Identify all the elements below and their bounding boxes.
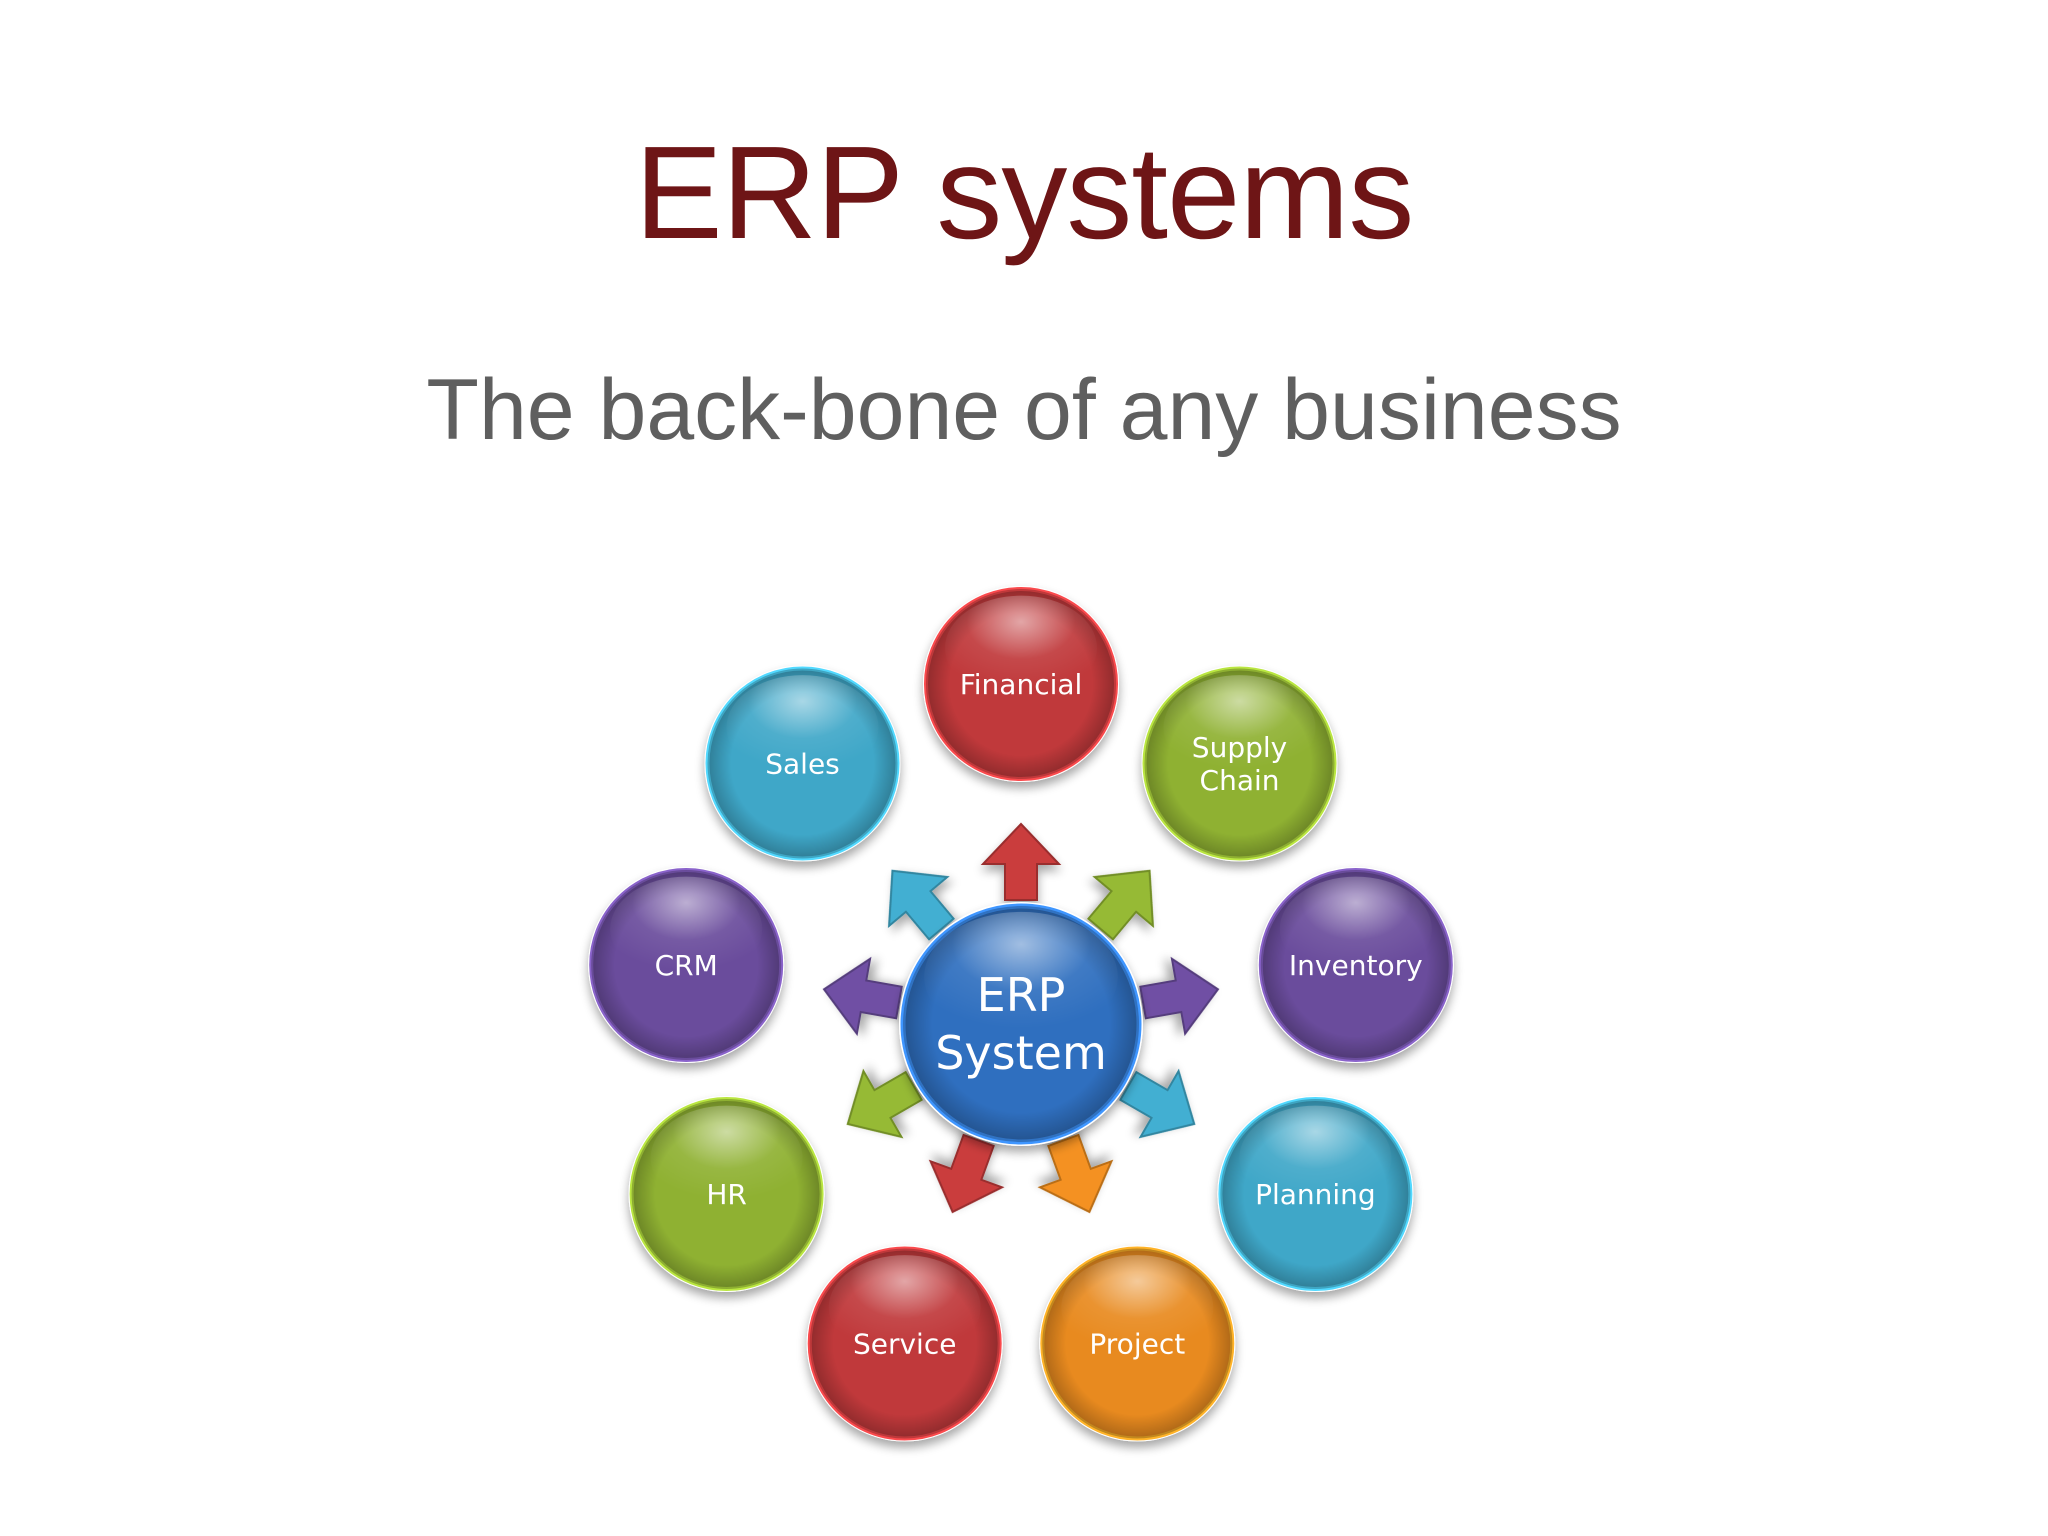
arrows-layer — [822, 822, 1220, 1214]
arrow-supply-chain — [1087, 869, 1155, 941]
arrow-hr — [846, 1068, 923, 1139]
module-label: Supply — [1192, 731, 1287, 764]
module-label: Chain — [1200, 764, 1280, 797]
module-financial: Financial — [923, 586, 1119, 782]
slide-title: ERP systems — [634, 119, 1415, 266]
module-sales: Sales — [704, 665, 901, 862]
arrow-sales — [887, 869, 955, 941]
arrow-financial — [980, 822, 1062, 901]
module-label: Planning — [1255, 1178, 1376, 1211]
slide-subtitle: The back-bone of any business — [426, 362, 1622, 458]
module-label: CRM — [655, 949, 718, 982]
module-project: Project — [1039, 1245, 1236, 1442]
hub-label: System — [935, 1026, 1107, 1080]
nodes-layer: FinancialSupplyChainInventoryPlanningPro… — [588, 586, 1454, 1442]
module-crm: CRM — [588, 867, 785, 1063]
module-label: Service — [853, 1328, 956, 1361]
module-label: HR — [706, 1178, 747, 1211]
module-hr: HR — [628, 1096, 825, 1292]
module-label: Sales — [765, 748, 840, 781]
hub-label: ERP — [977, 968, 1066, 1022]
arrow-service — [928, 1133, 1005, 1214]
module-label: Project — [1089, 1328, 1185, 1361]
arrow-project — [1037, 1133, 1114, 1214]
arrow-crm — [822, 956, 903, 1037]
module-service: Service — [806, 1245, 1003, 1442]
module-label: Inventory — [1289, 949, 1423, 982]
arrow-planning — [1119, 1068, 1196, 1139]
module-planning: Planning — [1217, 1096, 1414, 1292]
module-inventory: Inventory — [1257, 867, 1454, 1063]
arrow-inventory — [1139, 956, 1220, 1037]
module-label: Financial — [960, 668, 1083, 701]
